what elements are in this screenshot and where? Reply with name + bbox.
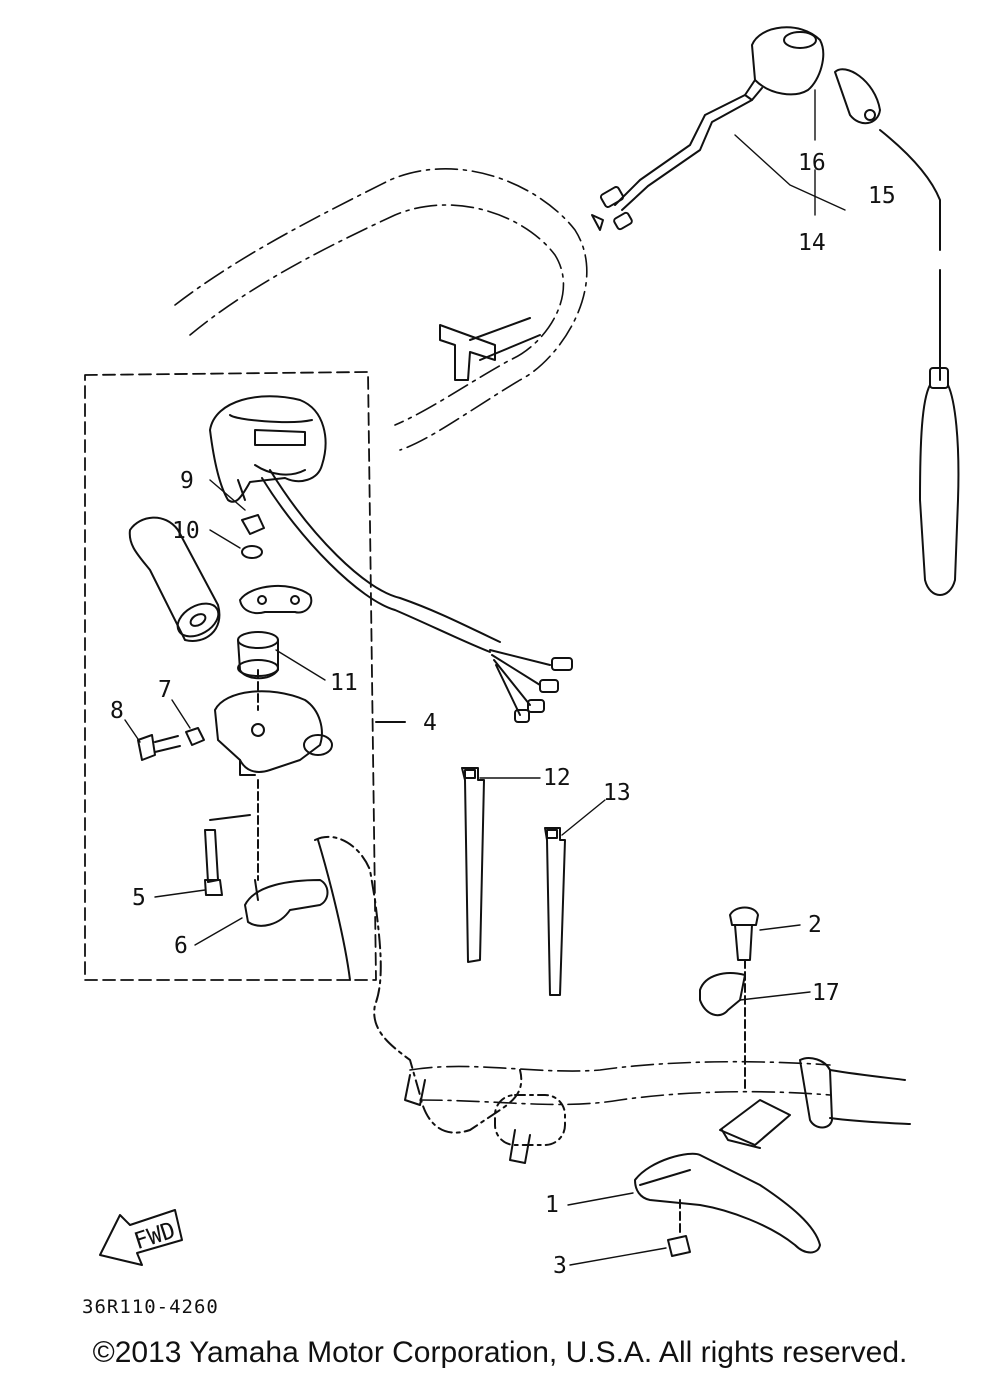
callout-8: 8 bbox=[110, 698, 124, 724]
callout-9: 9 bbox=[180, 468, 194, 494]
callout-4: 4 bbox=[423, 710, 437, 736]
upper-bracket bbox=[439, 317, 541, 381]
callouts: 1 2 3 4 5 6 7 8 9 10 11 12 13 14 15 16 1… bbox=[110, 150, 896, 1279]
wire-harness bbox=[261, 469, 573, 723]
callout-2: 2 bbox=[808, 912, 822, 938]
callout-10: 10 bbox=[172, 518, 200, 544]
lever-6 bbox=[244, 879, 329, 927]
grip bbox=[128, 516, 221, 642]
callout-3: 3 bbox=[553, 1253, 567, 1279]
kit-box bbox=[84, 371, 406, 981]
screw-5 bbox=[204, 829, 223, 896]
bracket-17 bbox=[699, 959, 746, 1091]
fwd-arrow-icon bbox=[99, 1209, 183, 1266]
copyright-notice: ©2013 Yamaha Motor Corporation, U.S.A. A… bbox=[92, 1336, 908, 1369]
callout-1: 1 bbox=[545, 1192, 559, 1218]
lever-mount bbox=[719, 1099, 791, 1149]
handlebar-lower bbox=[314, 835, 911, 1164]
cable-tie-12 bbox=[461, 767, 485, 963]
callout-17: 17 bbox=[812, 980, 840, 1006]
callout-12: 12 bbox=[543, 765, 571, 791]
leader-lines bbox=[124, 89, 846, 1266]
callout-15: 15 bbox=[868, 183, 896, 209]
callout-14: 14 bbox=[798, 230, 826, 256]
callout-11: 11 bbox=[330, 670, 358, 696]
nut-and-washer bbox=[239, 514, 313, 615]
callout-16: 16 bbox=[798, 150, 826, 176]
callout-7: 7 bbox=[158, 677, 172, 703]
lanyard bbox=[834, 68, 960, 596]
handlebar-upper-outline bbox=[174, 168, 831, 1106]
diagram-code: 36R110-4260 bbox=[82, 1296, 219, 1318]
lever-1 bbox=[634, 1152, 821, 1254]
cable-tie-13 bbox=[544, 827, 566, 996]
callout-5: 5 bbox=[132, 885, 146, 911]
stop-switch-wire bbox=[591, 94, 753, 231]
switch-housing-cover bbox=[209, 395, 327, 503]
nut-3 bbox=[667, 1235, 691, 1257]
callout-6: 6 bbox=[174, 933, 188, 959]
stop-switch bbox=[744, 26, 825, 101]
callout-13: 13 bbox=[603, 780, 631, 806]
bolt-2 bbox=[729, 906, 759, 961]
bolt-8 bbox=[137, 727, 205, 761]
throttle-body bbox=[209, 669, 333, 881]
